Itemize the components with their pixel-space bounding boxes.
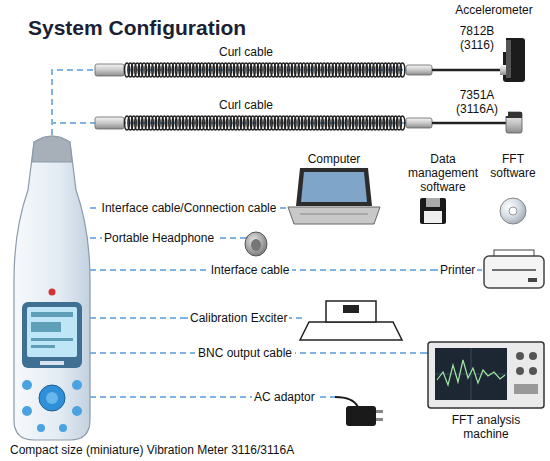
meter-button bbox=[22, 380, 32, 390]
exciter-base bbox=[300, 322, 402, 340]
device-label: AC adaptor bbox=[252, 390, 317, 404]
accelerometer-body bbox=[503, 38, 525, 82]
accelerometer: Accelerometer 7812B (3116) bbox=[440, 0, 550, 87]
meter-body bbox=[14, 136, 90, 440]
cable-line bbox=[90, 237, 100, 239]
accelerometer-body bbox=[506, 112, 522, 133]
sensor-cable bbox=[432, 122, 506, 125]
device-label: Data management software bbox=[405, 152, 481, 194]
device-label: 7351A (3116A) bbox=[446, 88, 508, 116]
analyzer-screen bbox=[435, 348, 507, 400]
meter-button bbox=[22, 406, 32, 416]
meter-button bbox=[59, 424, 67, 432]
meter-logo bbox=[49, 289, 56, 296]
screen-segment bbox=[31, 312, 73, 317]
analyzer-knob bbox=[529, 367, 537, 375]
analyzer-knob bbox=[516, 367, 524, 375]
laptop-base bbox=[288, 207, 380, 224]
cable-line bbox=[52, 70, 440, 135]
fft-analyzer: FFT analysis machine bbox=[425, 338, 547, 448]
analyzer-body bbox=[428, 342, 544, 408]
cable-plug bbox=[406, 65, 432, 75]
diagram-title: System Configuration bbox=[28, 16, 246, 40]
floppy-label bbox=[424, 211, 442, 223]
cable-label: Curl cable bbox=[216, 45, 276, 59]
cable-line bbox=[90, 317, 186, 319]
accelerometer: 7351A (3116A) bbox=[440, 88, 548, 136]
floppy-shutter bbox=[426, 198, 440, 207]
meter-screen bbox=[27, 307, 77, 357]
cable-plug bbox=[406, 118, 432, 128]
device-label: Compact size (miniature) Vibration Meter… bbox=[8, 443, 296, 457]
laptop-keys bbox=[300, 214, 368, 215]
exciter-body bbox=[326, 301, 376, 322]
adaptor-cord bbox=[335, 397, 358, 407]
cable-plug bbox=[95, 117, 124, 129]
device-label: Computer bbox=[288, 152, 380, 166]
adaptor-body bbox=[346, 406, 376, 426]
computer: Computer bbox=[288, 150, 382, 227]
software: Data management software bbox=[405, 150, 483, 228]
vibration-meter: Compact size (miniature) Vibration Meter… bbox=[12, 135, 90, 440]
meter-button bbox=[39, 385, 65, 411]
meter-button bbox=[72, 406, 82, 416]
cable-line bbox=[90, 396, 250, 398]
headphone-pad bbox=[251, 239, 261, 251]
meter-bezel bbox=[22, 302, 82, 368]
device-label: FFT analysis machine bbox=[434, 413, 538, 441]
calibration-exciter: Calibration Exciter bbox=[186, 294, 404, 342]
cable-label: BNC output cable bbox=[195, 346, 295, 360]
cable-label: Interface cable/Connection cable bbox=[99, 201, 280, 215]
meter-plate bbox=[40, 361, 64, 365]
curl-cable bbox=[125, 63, 405, 130]
printer-slot bbox=[492, 269, 536, 271]
printer-button bbox=[528, 278, 537, 282]
cable-plug bbox=[95, 64, 124, 76]
software: FFT software bbox=[481, 150, 545, 228]
headphone-cup bbox=[245, 232, 267, 256]
exciter-table bbox=[343, 305, 359, 313]
device-label: FFT software bbox=[485, 152, 541, 180]
cable-label: Interface cable bbox=[208, 263, 293, 277]
analyzer-knob bbox=[516, 352, 524, 360]
cd-disc bbox=[500, 198, 526, 224]
sensor-cable bbox=[432, 69, 504, 72]
device-label: Portable Headphone bbox=[102, 231, 216, 245]
meter-button bbox=[72, 380, 82, 390]
floppy-disk bbox=[420, 198, 446, 224]
cable-coil bbox=[400, 116, 405, 130]
ac-adaptor: AC adaptor bbox=[250, 380, 390, 428]
printer-body bbox=[484, 256, 544, 288]
screen-segment bbox=[31, 345, 55, 348]
screen-segment bbox=[31, 322, 61, 332]
printer: Printer bbox=[436, 248, 546, 292]
device-label: Accelerometer bbox=[440, 3, 548, 17]
laptop-screen bbox=[301, 172, 367, 202]
device-label: Printer bbox=[438, 263, 477, 277]
accelerometer-connector bbox=[500, 65, 506, 75]
accelerometer-highlight bbox=[506, 40, 511, 78]
cable-coil bbox=[400, 63, 405, 77]
device-label: Calibration Exciter bbox=[188, 311, 289, 325]
analyzer-knob bbox=[529, 352, 537, 360]
meter-button bbox=[37, 424, 45, 432]
device-label: 7812B (3116) bbox=[448, 24, 506, 52]
meter-probe bbox=[32, 136, 72, 162]
waveform bbox=[437, 360, 505, 385]
headphone: Portable Headphone bbox=[100, 212, 275, 267]
accelerometer-top bbox=[506, 112, 522, 118]
adaptor-prong bbox=[376, 410, 383, 413]
screen-segment bbox=[31, 338, 73, 341]
meter-button bbox=[46, 392, 58, 404]
cd-hole bbox=[509, 207, 517, 215]
cable-label: Curl cable bbox=[216, 98, 276, 112]
laptop-lid bbox=[296, 168, 372, 206]
adaptor-prong bbox=[376, 418, 383, 421]
analyzer-panel bbox=[514, 384, 538, 394]
